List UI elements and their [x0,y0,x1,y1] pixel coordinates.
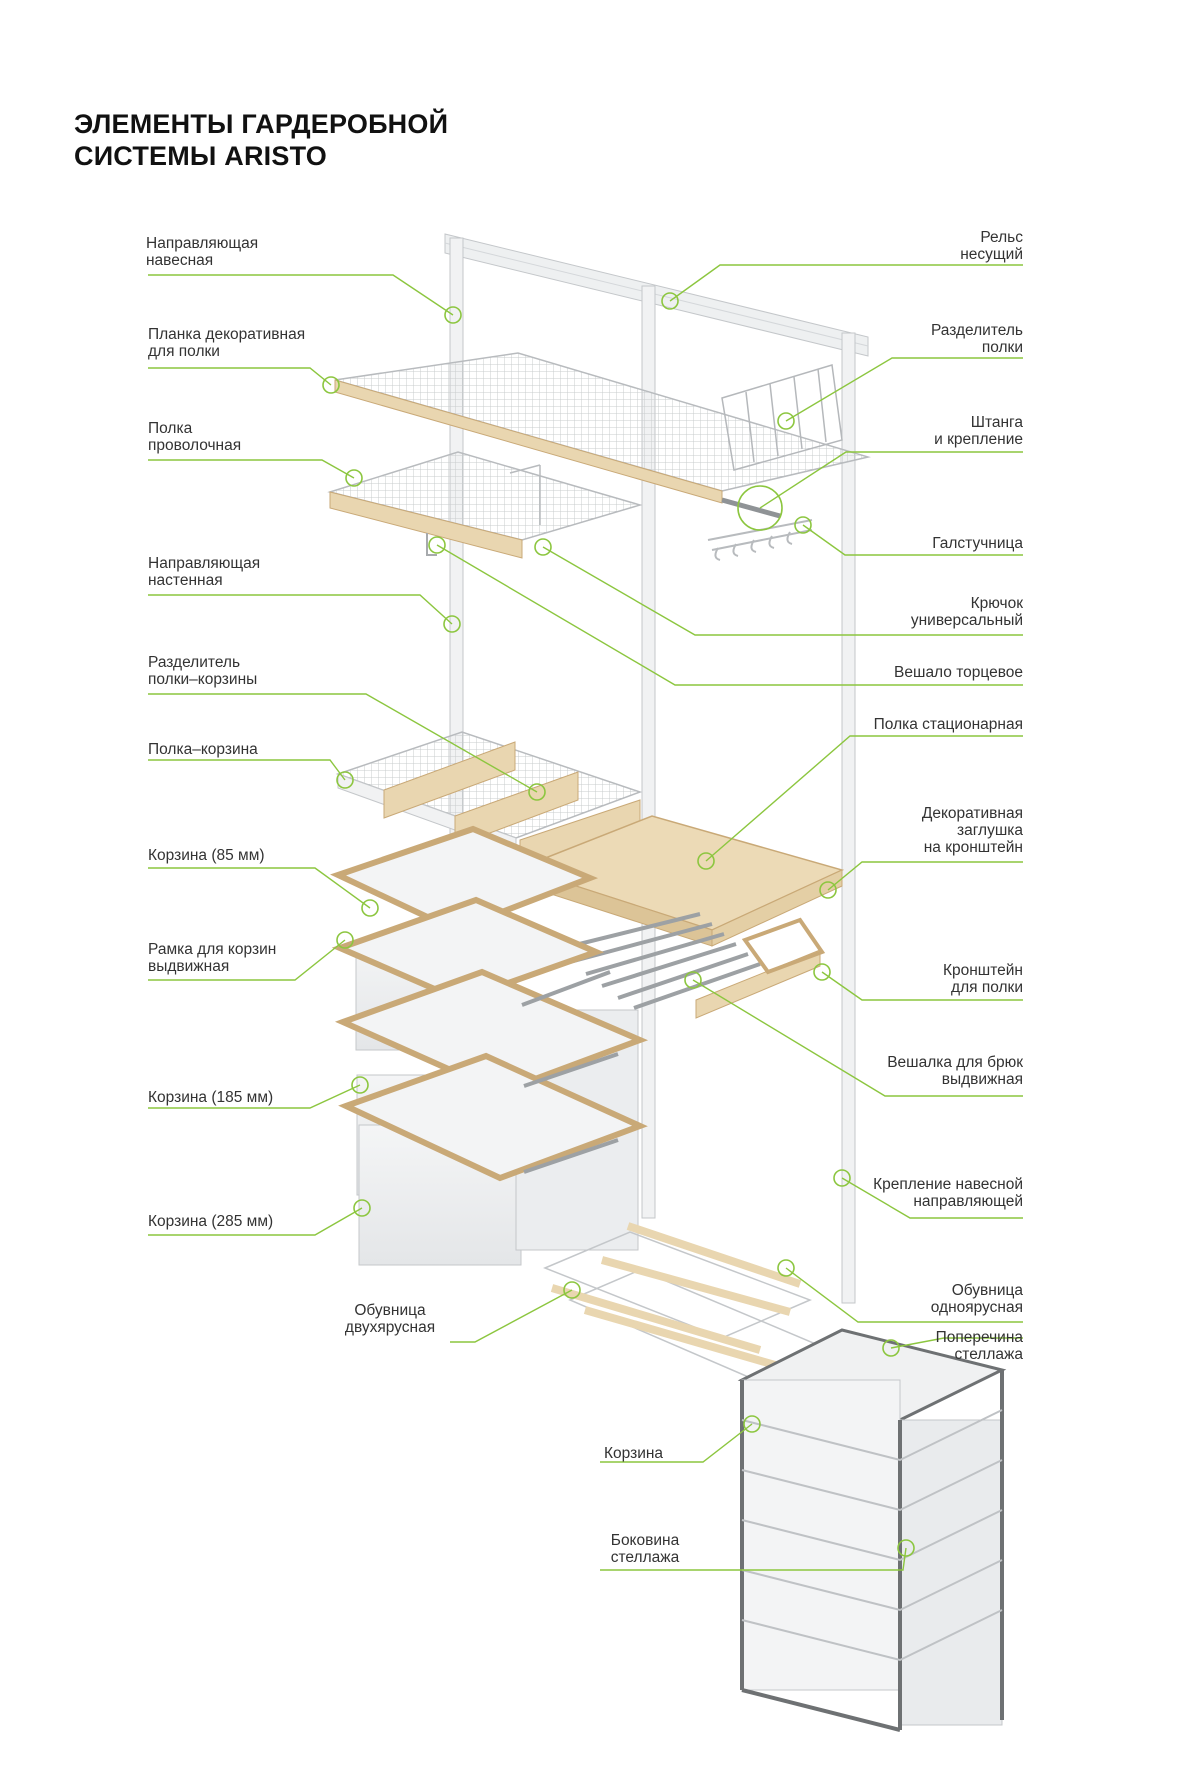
callout-lines [148,264,1023,1571]
leader-line-korzina-85 [148,867,371,909]
label-korzina-85: Корзина (85 мм) [148,847,265,864]
leader-line-obuvnitsa-dvukhyarusnaya [450,1289,573,1343]
leader-marker-kronshteyn [813,963,831,981]
leader-marker-korzina-185 [351,1076,369,1094]
leader-line-veshalka-bryuk [692,979,1023,1097]
label-veshalo: Вешало торцевое [894,664,1023,681]
leader-marker-korzina-85 [361,899,379,917]
leader-marker-napravlyayushchaya-nastennaya [443,615,461,633]
leader-marker-poperechina [882,1339,900,1357]
label-polka-statsionarnaya: Полка стационарная [873,716,1023,733]
top-wire-shelf [334,352,871,504]
leader-line-planka-dekorativnaya [148,367,332,386]
title-line-1: ЭЛЕМЕНТЫ ГАРДЕРОБНОЙ [74,109,449,139]
leader-line-polka-korzina [148,759,346,781]
leader-line-kreplenie [841,1177,1023,1219]
drawer-rack [737,1328,1007,1732]
leader-marker-polka-korzina [336,771,354,789]
second-wire-shelf [327,451,643,559]
leader-marker-planka-dekorativnaya [322,376,340,394]
leader-line-napravlyayushchaya-navesnaya [148,274,454,316]
leader-line-korzina [600,1423,753,1463]
leader-line-zaglushka [827,861,1023,891]
leader-line-kryuchok [542,546,1023,636]
leader-marker-polka-provolochnaya [345,469,363,487]
leader-line-veshalo [436,544,1023,686]
drawer-stack [330,825,649,1266]
title-line-2: СИСТЕМЫ ARISTO [74,141,327,171]
label-korzina-285: Корзина (285 мм) [148,1213,274,1230]
leader-marker-rels-nesushchiy [661,292,679,310]
label-galstuchnitsa: Галстучница [932,535,1023,552]
leader-line-polka-statsionarnaya [705,735,1023,862]
leader-marker-veshalka-bryuk [684,971,702,989]
leader-line-obuvnitsa-odnoyarusnaya [785,1267,1023,1323]
leader-line-korzina-185 [148,1084,361,1109]
leader-marker-razdelitel-polki [777,412,795,430]
shelf-divider-wire [721,364,843,471]
leader-marker-bokovina-stellazha [897,1539,915,1557]
leader-marker-kreplenie [833,1169,851,1187]
leader-marker-zaglushka [819,881,837,899]
label-korzina-185: Корзина (185 мм) [148,1089,274,1106]
leader-marker-razdelitel-polki-korziny [528,783,546,801]
leader-line-korzina-285 [148,1207,363,1236]
leader-marker-obuvnitsa-dvukhyarusnaya [563,1281,581,1299]
leader-marker-napravlyayushchaya-navesnaya [444,306,462,324]
leader-marker-veshalo [428,536,446,554]
leader-line-rels-nesushchiy [669,264,1023,302]
leader-marker-ramka-dlya-korzin [336,931,354,949]
leader-line-ramka-dlya-korzin [148,939,346,981]
leader-marker-korzina [743,1415,761,1433]
leader-line-razdelitel-polki-korziny [148,693,538,793]
leader-marker-obuvnitsa-odnoyarusnaya [777,1259,795,1277]
leader-marker-polka-statsionarnaya [697,852,715,870]
shoe-racks [543,1222,832,1383]
leader-marker-galstuchnitsa [794,516,812,534]
leader-marker-shtanga [737,485,783,531]
leader-line-kronshteyn [821,971,1023,1001]
leader-marker-kryuchok [534,538,552,556]
leader-line-razdelitel-polki [785,357,1023,422]
label-korzina: Корзина [604,1445,664,1462]
page-title: ЭЛЕМЕНТЫ ГАРДЕРОБНОЙ СИСТЕМЫ ARISTO [74,108,448,172]
leader-line-polka-provolochnaya [148,459,355,479]
top-rail [444,233,869,357]
leader-line-galstuchnitsa [802,524,1023,556]
leader-line-shtanga [759,451,1023,509]
trouser-hanger [554,912,826,1019]
leader-line-poperechina [890,1337,1023,1349]
leader-line-napravlyayushchaya-nastennaya [148,594,453,625]
leader-marker-korzina-285 [353,1199,371,1217]
label-polka-korzina: Полка–корзина [148,741,258,758]
